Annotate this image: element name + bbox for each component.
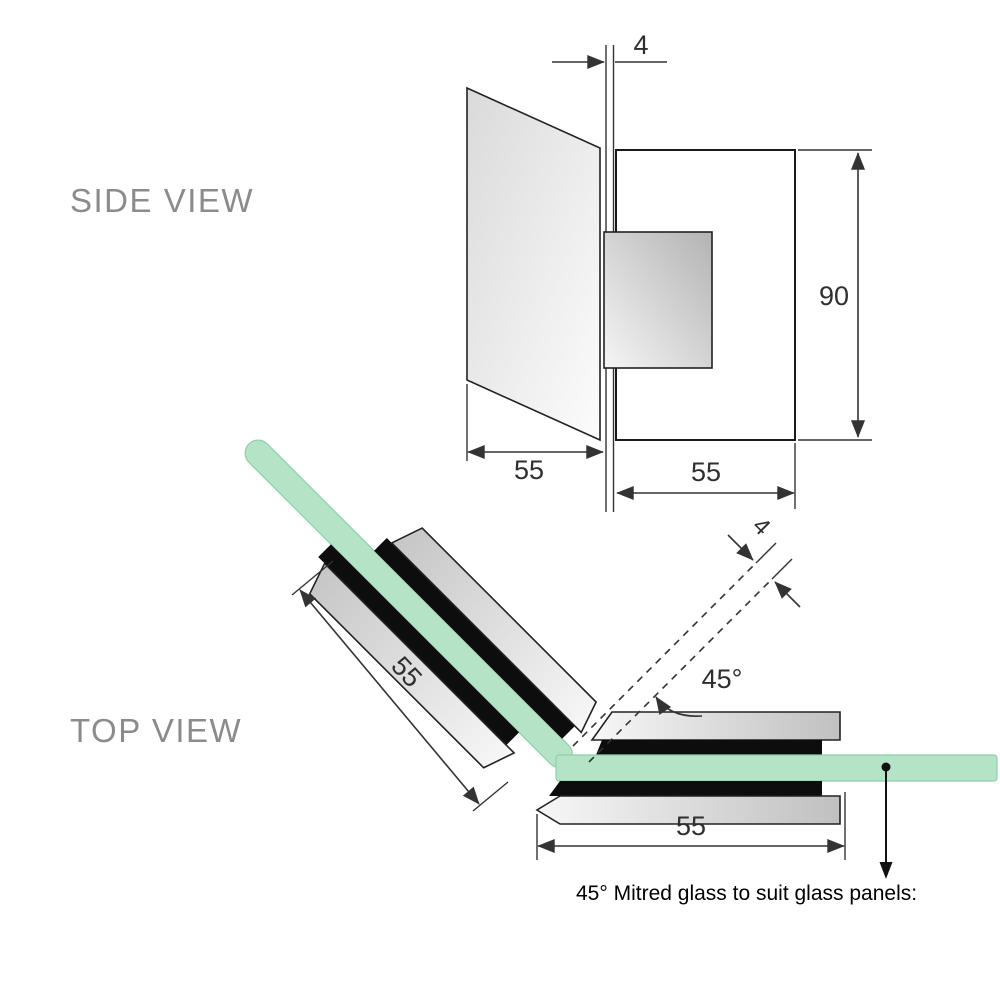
glass-pointer — [879, 762, 893, 879]
diagonal-clamp-assembly — [244, 439, 598, 769]
dim-label-plate-height: 90 — [819, 281, 849, 311]
pointer-arrowhead-icon — [879, 862, 893, 879]
hinge-knuckle-side — [603, 231, 713, 369]
dim-label-clamp-horizontal: 55 — [676, 811, 706, 841]
clamp-plate-lower-horizontal — [535, 795, 841, 825]
dim-mitre-gap: 4 — [727, 512, 801, 608]
glass-panel-side — [466, 86, 601, 442]
glass-panel-horizontal — [555, 754, 998, 782]
dim-arrow-line — [727, 534, 754, 561]
dim-plate-width: 55 — [616, 443, 796, 509]
extension-line — [771, 558, 793, 580]
dim-glass-thickness: 4 — [552, 30, 667, 70]
dim-plate-height: 90 — [798, 149, 872, 441]
dim-label-glass-thickness: 4 — [633, 30, 648, 60]
mitre-plane-dashed-line — [588, 578, 773, 763]
dim-label-angle: 45° — [702, 664, 743, 694]
side-view-title: SIDE VIEW — [70, 182, 254, 219]
dim-glass-width: 55 — [466, 384, 604, 485]
mitred-glass-note: 45° Mitred glass to suit glass panels: — [576, 882, 917, 905]
extension-line — [291, 560, 334, 596]
extension-line — [472, 781, 509, 812]
clamp-plate-upper-diagonal — [390, 527, 598, 734]
top-view: TOP VIEW 4 4 — [70, 439, 998, 905]
side-view: SIDE VIEW 4 90 55 — [70, 30, 872, 512]
horizontal-clamp-assembly — [535, 711, 998, 825]
top-view-title: TOP VIEW — [70, 712, 242, 749]
dim-arrow-line — [774, 581, 801, 608]
dim-clamp-horizontal: 55 — [536, 792, 846, 860]
dim-arrow-line — [299, 589, 480, 805]
angle-arc-arrow — [655, 696, 703, 717]
clamp-plate-upper-horizontal — [590, 711, 841, 741]
mitre-plane-dashed-line — [572, 562, 757, 747]
dim-label-plate-width: 55 — [691, 457, 721, 487]
dim-mitre-angle: 45° — [655, 664, 743, 717]
dim-label-mitre-gap: 4 — [747, 512, 776, 541]
dim-label-glass-width: 55 — [514, 455, 544, 485]
glass-panel-diagonal — [244, 439, 573, 768]
gasket-strip-lower-horizontal — [549, 781, 822, 796]
extension-line — [755, 542, 777, 564]
gasket-strip-upper-horizontal — [596, 740, 822, 755]
